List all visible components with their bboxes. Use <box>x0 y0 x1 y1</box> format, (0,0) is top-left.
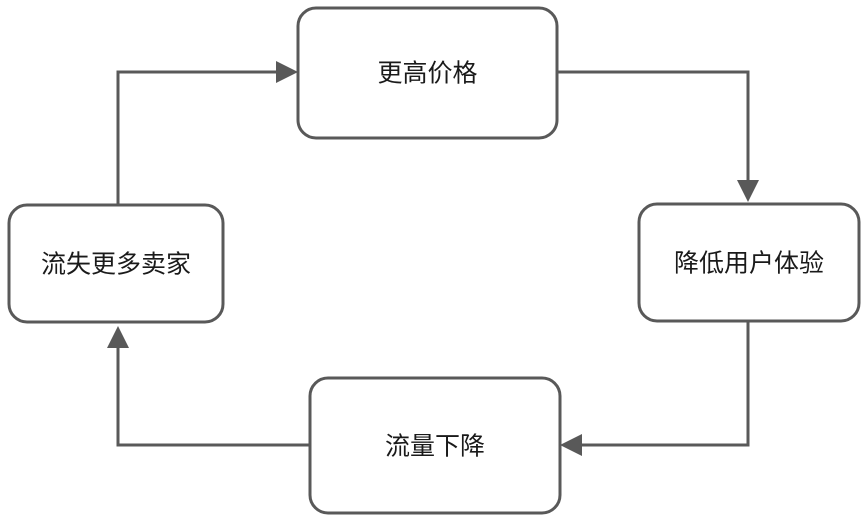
arrow-head-left <box>560 434 582 456</box>
arrow-head-down <box>737 180 759 202</box>
edge-higher-price-to-lower-user-experience <box>557 70 759 202</box>
edge-traffic-drop-to-lose-more-sellers <box>107 326 310 447</box>
node-label-lower-user-experience: 降低用户体验 <box>674 249 824 278</box>
node-lose-more-sellers: 流失更多卖家 <box>7 203 225 324</box>
node-box <box>7 203 225 324</box>
node-lower-user-experience: 降低用户体验 <box>637 202 861 323</box>
edge-lose-more-sellers-to-higher-price <box>116 61 298 205</box>
node-box <box>637 202 861 323</box>
arrow-head-up <box>107 326 129 348</box>
arrow-head-right <box>276 61 298 83</box>
node-label-traffic-drop: 流量下降 <box>385 432 485 461</box>
node-label-lose-more-sellers: 流失更多卖家 <box>41 250 191 279</box>
node-label-higher-price: 更高价格 <box>377 59 477 88</box>
node-box <box>296 6 559 140</box>
node-traffic-drop: 流量下降 <box>308 376 562 515</box>
edge-lower-user-experience-to-traffic-drop <box>560 322 750 456</box>
node-box <box>308 376 562 515</box>
node-higher-price: 更高价格 <box>296 6 559 140</box>
